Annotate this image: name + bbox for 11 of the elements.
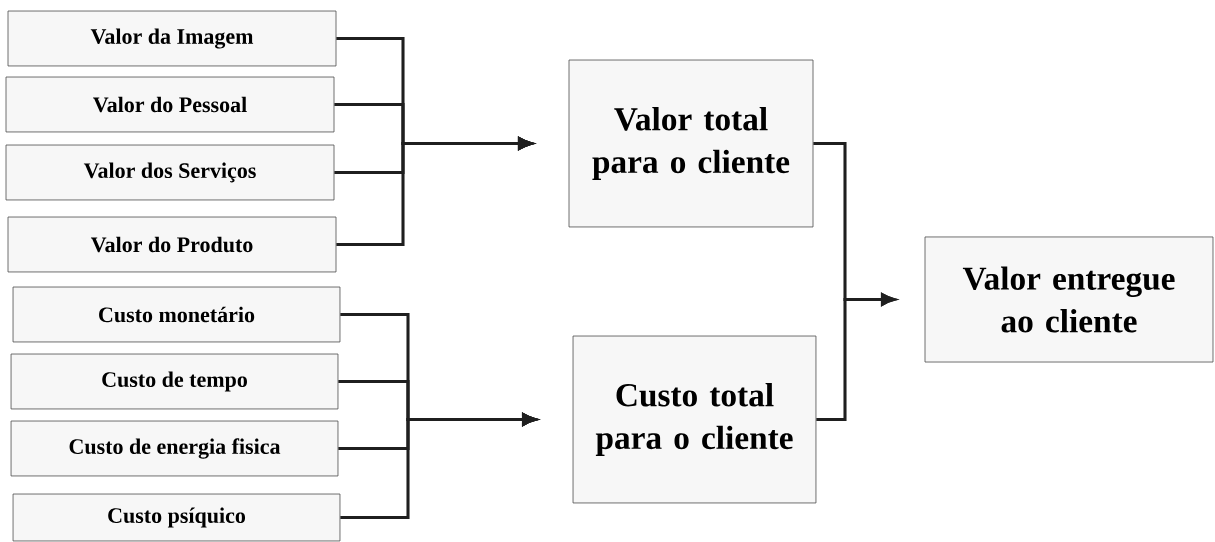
total-box: Custo total para o cliente [572,335,817,504]
total-box: Valor total para o cliente [568,59,814,228]
result-box: Valor entregue ao cliente [924,236,1214,363]
item-box: Custo monetário [12,286,341,343]
item-box: Custo de energia fisica [10,420,339,477]
item-box: Valor da Imagem [7,10,337,67]
item-box: Valor do Pessoal [5,76,335,133]
item-box: Custo psíquico [12,493,341,542]
item-box: Valor do Produto [7,216,337,273]
item-box: Custo de tempo [10,353,339,410]
item-box: Valor dos Serviços [5,144,335,201]
